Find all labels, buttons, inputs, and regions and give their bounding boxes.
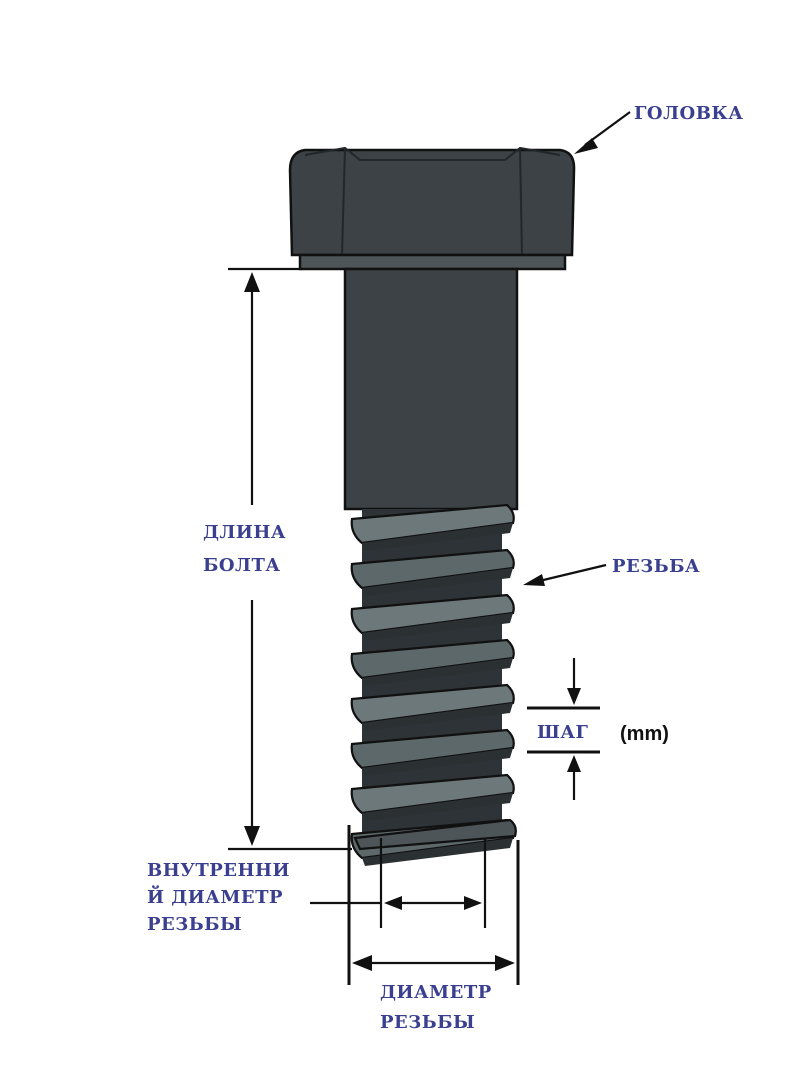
major-diameter-label-1: ДИАМЕТР [380,982,492,1003]
minor-diameter-label-3: РЕЗЬБЫ [147,914,242,935]
thread-root [362,613,513,641]
major-diameter-dimension [347,825,520,985]
bolt-shank [343,267,519,511]
pitch-unit-label: (mm) [620,723,669,745]
bolt-length-label-2: БОЛТА [203,555,281,576]
head-label: ГОЛОВКА [634,103,743,124]
pitch-label: ШАГ [537,722,588,743]
bolt-thread [350,503,517,866]
thread-root [362,568,513,596]
minor-diameter-dimension [310,838,487,928]
bolt-length-label-1: ДЛИНА [203,522,286,543]
thread-root [362,838,513,866]
thread-root [362,658,513,686]
head-pointer-arrow [574,111,631,154]
major-diameter-label-2: РЕЗЬБЫ [380,1012,475,1033]
thread-label: РЕЗЬБА [612,556,700,577]
minor-diameter-label-2: Й ДИАМЕТР [147,884,283,908]
pitch-dimension [527,658,600,800]
thread-root [362,748,513,776]
minor-diameter-label-1: ВНУТРЕННИ [147,860,290,881]
thread-tip [353,818,517,851]
bolt-head [288,146,576,271]
bolt-length-dimension [228,267,352,851]
thread-pointer-arrow [523,563,607,586]
thread-root [362,793,513,821]
thread-root [362,703,513,731]
thread-root [362,523,513,551]
